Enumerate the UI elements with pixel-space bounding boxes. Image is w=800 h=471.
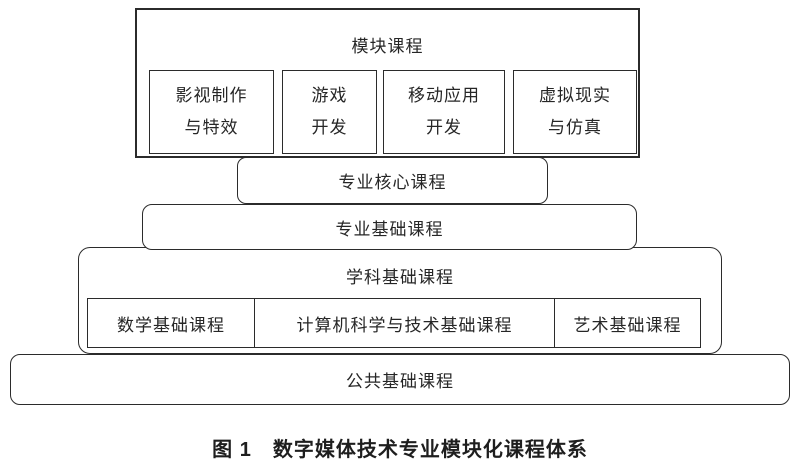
module-item-label-line1: 游戏 [311, 86, 348, 105]
discipline-cell-math: 数学基础课程 [117, 315, 225, 335]
discipline-cell-computer-science: 计算机科学与技术基础课程 [254, 299, 554, 347]
discipline-foundation-box: 学科基础课程 数学基础课程 计算机科学与技术基础课程 艺术基础课程 [78, 247, 722, 354]
module-item-label-line2: 开发 [426, 118, 462, 137]
module-item-film-production: 影视制作 与特效 [149, 70, 274, 154]
professional-foundation-label: 专业基础课程 [335, 219, 444, 239]
public-foundation-box: 公共基础课程 [10, 354, 790, 405]
module-item-label-line1: 虚拟现实 [539, 86, 611, 105]
discipline-foundation-title: 学科基础课程 [346, 268, 454, 287]
module-courses-box: 模块课程 影视制作 与特效 游戏 开发 移动应用 开发 虚拟现实 与仿真 [135, 8, 640, 158]
professional-core-box: 专业核心课程 [237, 157, 548, 204]
module-item-label-line2: 与特效 [184, 118, 239, 137]
module-item-label-line2: 与仿真 [548, 118, 602, 137]
module-item-virtual-reality: 虚拟现实 与仿真 [513, 70, 637, 154]
professional-core-label: 专业核心课程 [338, 173, 447, 192]
module-item-label-line1: 影视制作 [175, 86, 248, 105]
module-item-label-line2: 开发 [311, 118, 348, 137]
public-foundation-label: 公共基础课程 [346, 372, 454, 391]
discipline-cell-art: 艺术基础课程 [554, 299, 700, 347]
figure-caption: 图 1 数字媒体技术专业模块化课程体系 [212, 439, 588, 461]
discipline-course-table: 数学基础课程 计算机科学与技术基础课程 艺术基础课程 [87, 298, 701, 348]
module-item-mobile-app: 移动应用 开发 [383, 70, 505, 154]
professional-foundation-box: 专业基础课程 [142, 204, 637, 250]
module-item-label-line1: 移动应用 [408, 86, 480, 105]
module-courses-title: 模块课程 [351, 37, 424, 56]
module-item-game-development: 游戏 开发 [282, 70, 377, 154]
